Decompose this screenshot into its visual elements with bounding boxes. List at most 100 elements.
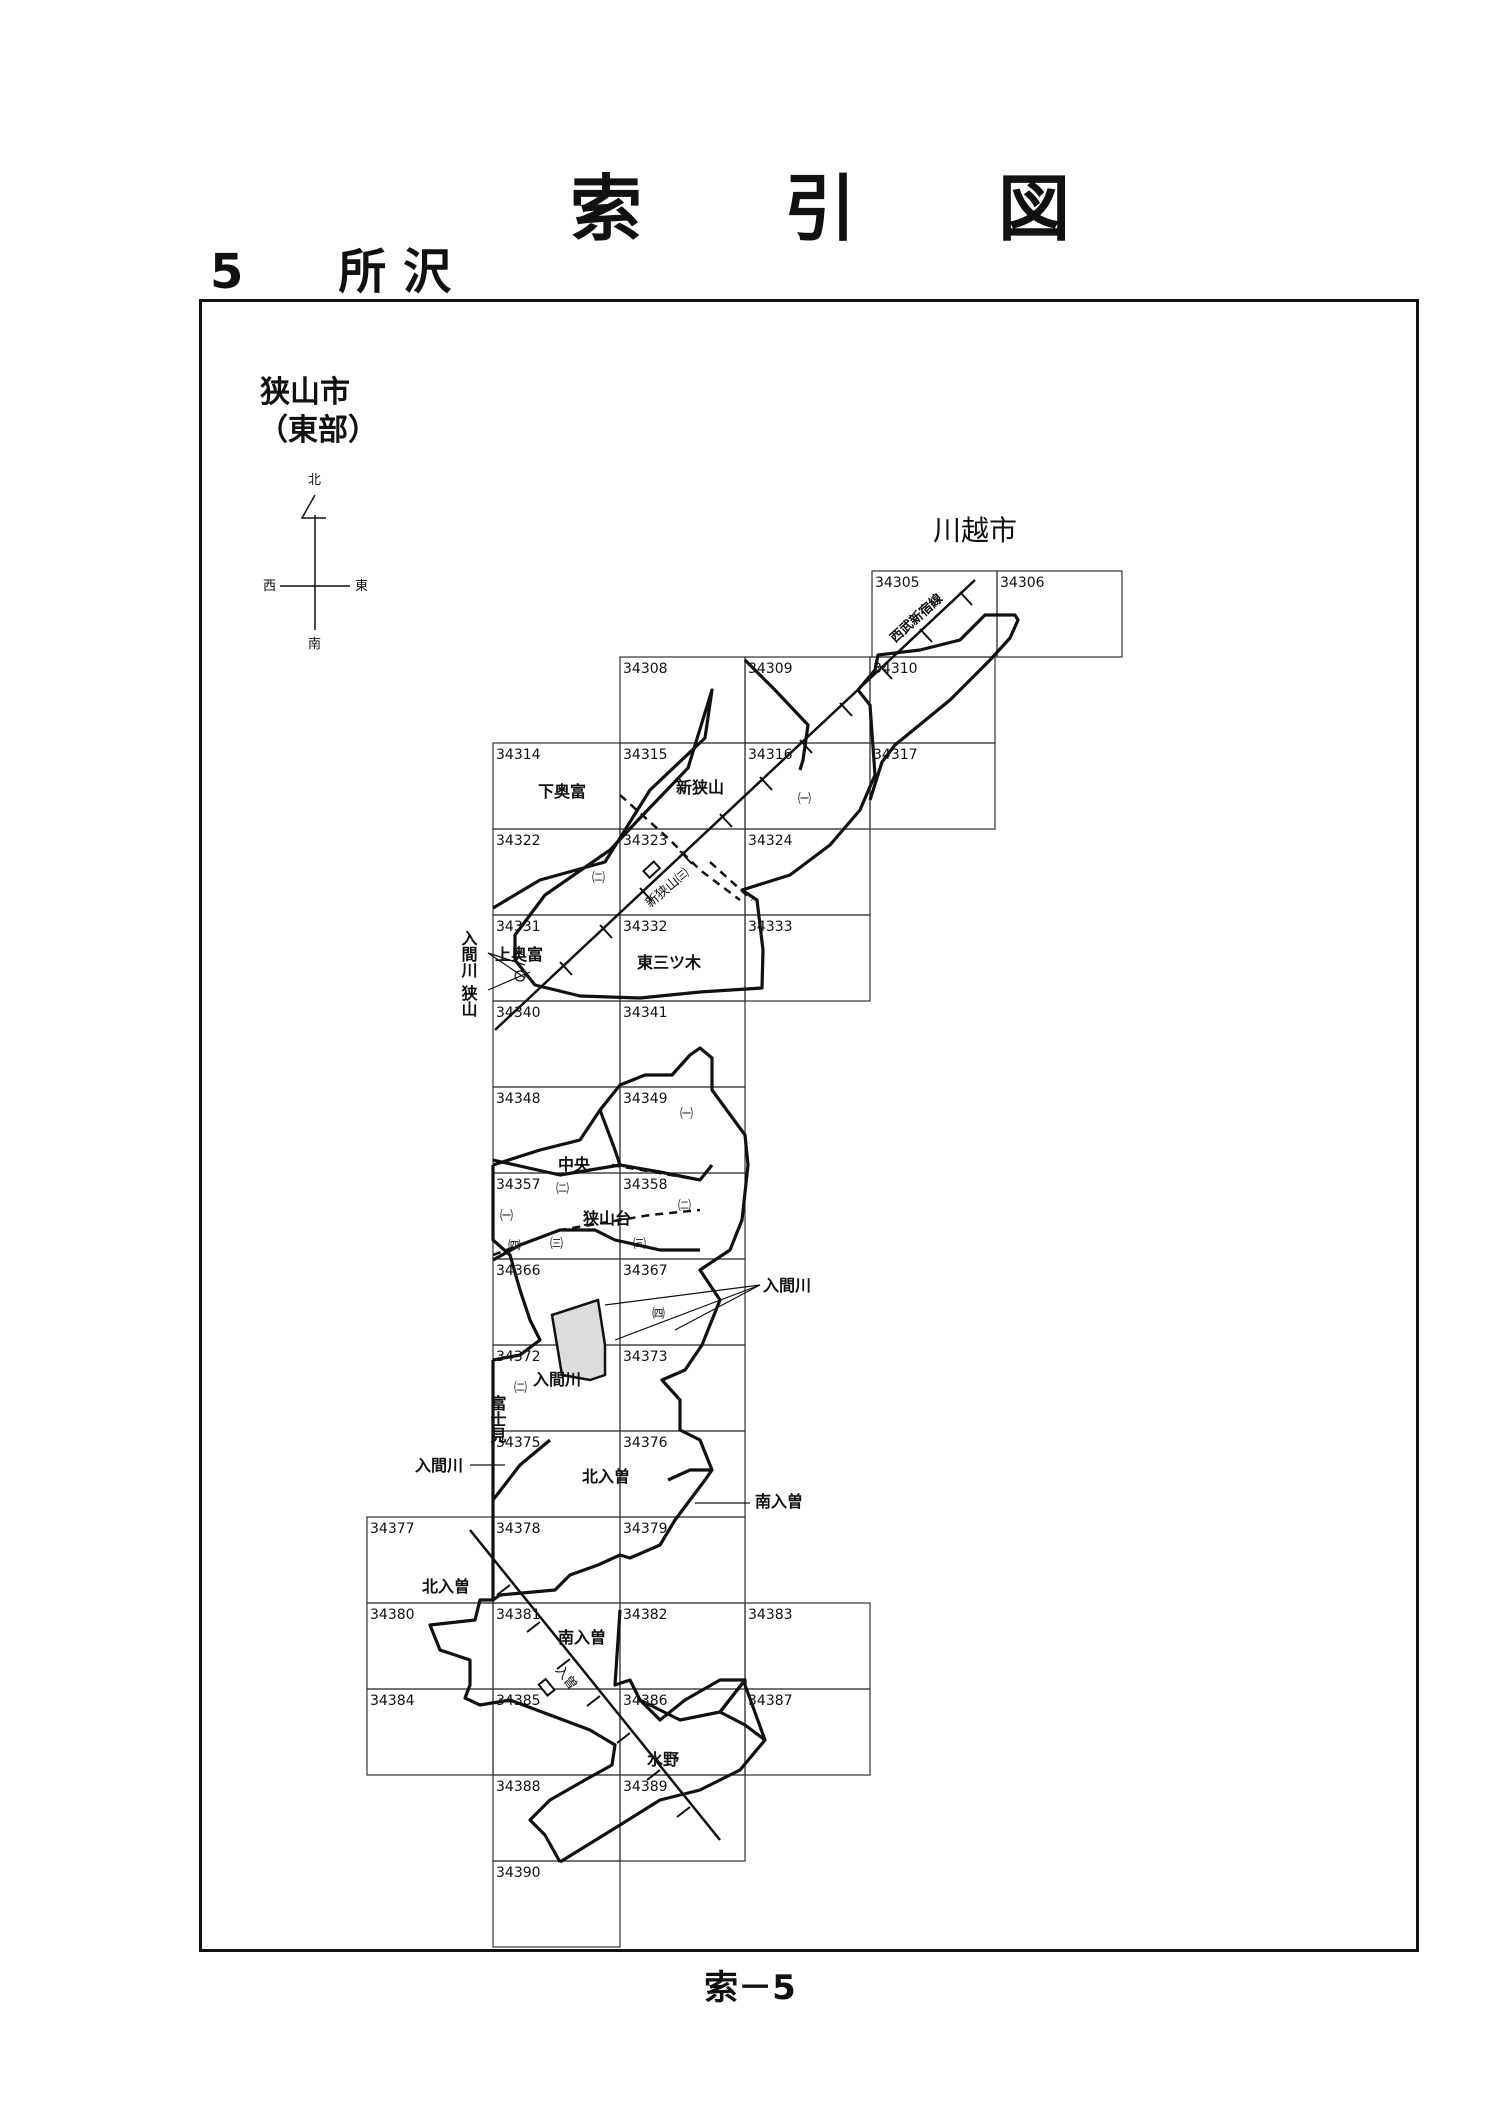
sheet-label: 34324	[748, 833, 793, 849]
boundary-line	[598, 1109, 622, 1166]
sheet-label: 34305	[875, 575, 920, 591]
boundary-line	[492, 1046, 750, 1602]
area-label: 中央	[558, 1155, 591, 1174]
railway-line	[469, 579, 976, 1841]
leader-line	[604, 1284, 761, 1306]
sheet-labels: 34305 34306 34308 34309 34310 34314 3431…	[370, 575, 1045, 1881]
area-label: 新狭山	[676, 778, 724, 797]
title-char: 図	[997, 167, 1070, 251]
callout-label: 入間川	[459, 930, 479, 979]
boundary-line	[639, 1678, 767, 1741]
sheet-label: 34378	[496, 1521, 541, 1537]
sheet-label: 34315	[623, 747, 668, 763]
page-number: 索－5	[704, 1968, 796, 2008]
sheet-label: 34367	[623, 1263, 668, 1279]
sheet-label: 34373	[623, 1349, 668, 1365]
dashed-boundary	[611, 1163, 701, 1182]
area-label: 北入曽	[422, 1577, 470, 1596]
city-title: 狭山市	[259, 375, 350, 410]
area-label: 北入曽	[582, 1467, 630, 1486]
sheet-label: 34384	[370, 1693, 415, 1709]
sheet-label: 34387	[748, 1693, 793, 1709]
sheet-label: 34332	[623, 919, 668, 935]
sheet-grid	[366, 570, 1123, 1948]
boundary-line	[491, 1438, 552, 1501]
city-subtitle: （東部）	[258, 413, 378, 448]
area-label: ㈡	[678, 1199, 691, 1214]
compass-north: 北	[308, 473, 321, 488]
sheet-label: 34341	[623, 1005, 668, 1021]
sheet-cell[interactable]	[619, 1774, 746, 1862]
boundary-line	[428, 1360, 617, 1863]
sheet-label: 34308	[623, 661, 668, 677]
sheet-label: 34316	[748, 747, 793, 763]
area-label: ㈠	[680, 1107, 693, 1122]
neighbor-city-label: 川越市	[933, 514, 1017, 547]
section-heading: 5 所 沢	[210, 232, 451, 302]
dashed-boundary	[709, 861, 753, 901]
sheet-label: 34357	[496, 1177, 541, 1193]
leader-line	[487, 952, 526, 966]
area-label: ㈣	[652, 1307, 665, 1322]
area-label: 下奥富	[538, 782, 586, 801]
area-label: ㈡	[514, 1381, 527, 1396]
shaded-area	[550, 1298, 607, 1382]
dashed-boundary	[492, 1208, 701, 1257]
title-char: 引	[783, 167, 856, 251]
boundary-line	[492, 1158, 714, 1182]
sheet-label: 34349	[623, 1091, 668, 1107]
sheet-label: 34314	[496, 747, 541, 763]
area-label: 入間川	[533, 1370, 581, 1389]
leader-line	[487, 952, 526, 979]
page-title: 索 引 図	[570, 150, 1070, 255]
leader-line	[487, 971, 531, 991]
sheet-label: 34383	[748, 1607, 793, 1623]
area-label: ㈢	[550, 1237, 563, 1252]
compass-east: 東	[355, 578, 368, 594]
boundary-line	[743, 658, 810, 771]
area-label: 南入曽	[558, 1628, 606, 1647]
sheet-label: 34385	[496, 1693, 541, 1709]
area-label: ㈡	[556, 1182, 569, 1197]
title-char: 索	[570, 167, 643, 251]
sheet-label: 34390	[496, 1865, 541, 1881]
area-label: 狭山台	[582, 1209, 631, 1228]
sheet-cell[interactable]	[492, 1860, 621, 1948]
sheet-label: 34380	[370, 1607, 415, 1623]
area-label: 南入曽	[755, 1492, 803, 1511]
callout-label: 入間川	[415, 1456, 463, 1475]
boundary-line	[492, 1228, 700, 1262]
sheet-label: 34379	[623, 1521, 668, 1537]
sheet-label: 34348	[496, 1091, 541, 1107]
leader-line	[614, 1284, 761, 1341]
boundary-line	[667, 1468, 712, 1482]
area-label: 東三ツ木	[637, 953, 702, 972]
station-marker	[537, 1677, 556, 1697]
sheet-label: 34382	[623, 1607, 668, 1623]
area-label: ㈠	[500, 1209, 513, 1224]
callout-label: 狭山	[459, 984, 479, 1017]
section-number: 5	[210, 244, 244, 300]
sheet-label: 34317	[873, 747, 918, 763]
section-name: 所 沢	[338, 244, 452, 300]
boundary-line	[491, 1165, 542, 1362]
sheet-cell[interactable]	[744, 914, 871, 1002]
seibu-shinjuku-line	[494, 579, 976, 1031]
area-label: 富士見	[488, 1394, 508, 1444]
station-marker	[642, 860, 662, 880]
sheet-cell[interactable]	[744, 1688, 871, 1776]
sheet-label: 34375	[496, 1435, 541, 1451]
compass-south: 南	[308, 636, 321, 652]
area-label: 上奥富	[495, 945, 543, 964]
sheet-label: 34358	[623, 1177, 668, 1193]
callout-label: 入間川	[763, 1276, 811, 1295]
boundary-line	[559, 1609, 767, 1864]
area-label: ㈡	[592, 871, 605, 886]
sheet-label: 34388	[496, 1779, 541, 1795]
compass-icon: 北 南 東 西	[263, 473, 368, 652]
map-frame	[199, 299, 1419, 1952]
sheet-label: 34366	[496, 1263, 541, 1279]
leader-line	[674, 1284, 761, 1331]
sheet-label: 34306	[1000, 575, 1045, 591]
